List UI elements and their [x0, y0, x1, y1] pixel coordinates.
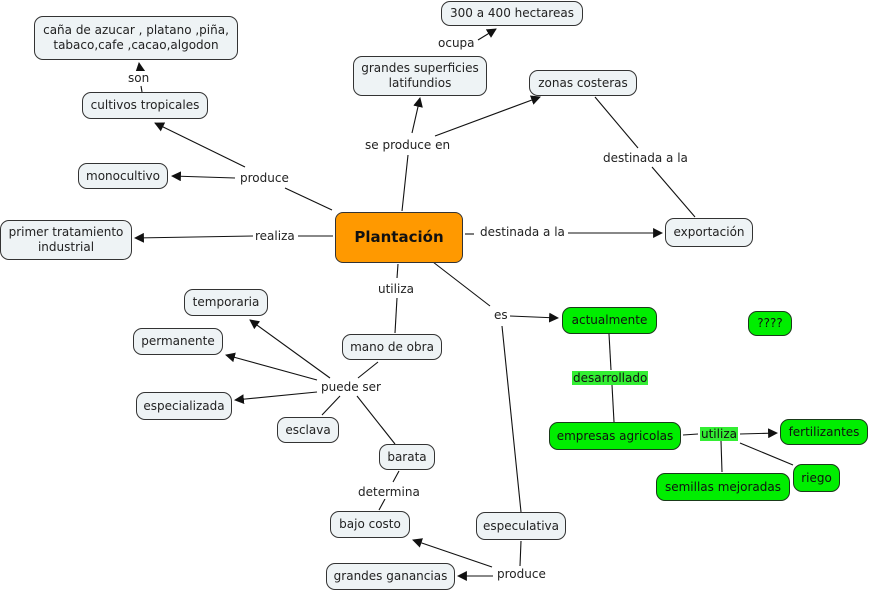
edge-plantacion-es [432, 261, 491, 307]
edge-realiza-primer [134, 232, 254, 243]
node-exportacion[interactable]: exportación [665, 218, 753, 247]
node-cultivos-lista[interactable]: caña de azucar , platano ,piña, tabaco,c… [34, 16, 238, 60]
link-ocupa: ocupa [437, 36, 476, 50]
link-realiza: realiza [254, 229, 296, 243]
node-especulativa[interactable]: especulativa [476, 512, 566, 540]
node-barata[interactable]: barata [379, 444, 435, 470]
edge-empresas-utiliza [682, 433, 699, 436]
edge-utiliza-fertilizantes [739, 428, 778, 439]
edge-utiliza-semillas [720, 440, 723, 473]
node-permanente[interactable]: permanente [133, 328, 223, 355]
edge-desarrollado-empresas [611, 384, 615, 423]
edge-produce-bajo [412, 538, 493, 568]
node-temporaria[interactable]: temporaria [184, 289, 268, 316]
edge-puedeser-permanente [225, 352, 318, 381]
edge-produce-cultivos [154, 122, 246, 168]
edge-puedeser-esclava [321, 395, 341, 416]
edge-mano-puedeser [357, 361, 379, 379]
link-se-produce-en: se produce en [364, 138, 452, 152]
node-interrogantes[interactable]: ???? [748, 311, 792, 336]
node-actualmente[interactable]: actualmente [562, 307, 657, 334]
edge-produce-monocultivo [171, 171, 236, 182]
node-empresas-agricolas[interactable]: empresas agricolas [549, 422, 681, 450]
link-son: son [127, 71, 151, 85]
link-produce-bottom: produce [496, 567, 547, 581]
edge-barata-determina [392, 470, 400, 483]
link-utiliza-main: utiliza [377, 282, 415, 296]
edge-zonas-destinada [594, 96, 639, 149]
node-plantacion[interactable]: Plantación [335, 212, 463, 263]
edge-puedeser-temporaria [249, 319, 331, 379]
node-cultivos-tropicales[interactable]: cultivos tropicales [82, 92, 208, 119]
edge-plantacion-seproduce [401, 154, 409, 212]
node-grandes-superficies[interactable]: grandes superficies latifundios [353, 56, 487, 96]
edge-son-down [140, 85, 143, 93]
link-destinada-mid: destinada a la [479, 225, 566, 239]
node-grandes-ganancias[interactable]: grandes ganancias [326, 563, 455, 590]
node-riego[interactable]: riego [793, 464, 840, 492]
link-produce-top: produce [239, 171, 290, 185]
node-semillas-mejoradas[interactable]: semillas mejoradas [656, 473, 790, 501]
node-bajo-costo[interactable]: bajo costo [330, 511, 410, 538]
edge-es-actualmente [509, 312, 559, 323]
edge-utiliza-mano [394, 297, 398, 334]
node-primer-tratamiento[interactable]: primer tratamiento industrial [0, 220, 132, 260]
edge-plantacion-produce [284, 187, 333, 211]
link-utiliza-green: utiliza [700, 427, 738, 441]
edge-es-especulativa [501, 325, 522, 513]
edge-plantacion-utiliza [396, 263, 399, 279]
edge-seproduce-grandes [411, 97, 423, 134]
link-desarrollado: desarrollado [572, 371, 649, 385]
edge-puedeser-barata [356, 395, 396, 445]
edge-puedeser-especializada [234, 391, 318, 405]
edge-seproduce-zonas [434, 95, 541, 137]
node-zonas-costeras[interactable]: zonas costeras [529, 70, 637, 96]
node-hectareas[interactable]: 300 a 400 hectareas [441, 1, 583, 26]
node-mano-de-obra[interactable]: mano de obra [342, 334, 442, 360]
edge-destinada-exportacion [651, 166, 696, 218]
node-monocultivo[interactable]: monocultivo [78, 163, 168, 189]
edge-actualmente-desarrollado [608, 333, 612, 371]
edge-especulativa-produce [519, 540, 522, 567]
node-fertilizantes[interactable]: fertilizantes [780, 419, 868, 445]
edge-utiliza-riego [739, 442, 794, 466]
node-especializada[interactable]: especializada [136, 392, 232, 420]
node-esclava[interactable]: esclava [277, 417, 339, 443]
link-determina: determina [357, 485, 421, 499]
link-es: es [493, 308, 509, 322]
edge-determina-bajo [378, 498, 386, 511]
link-destinada-top: destinada a la [602, 151, 689, 165]
link-puede-ser: puede ser [320, 380, 382, 394]
edge-ocupa-hectareas [477, 28, 497, 41]
